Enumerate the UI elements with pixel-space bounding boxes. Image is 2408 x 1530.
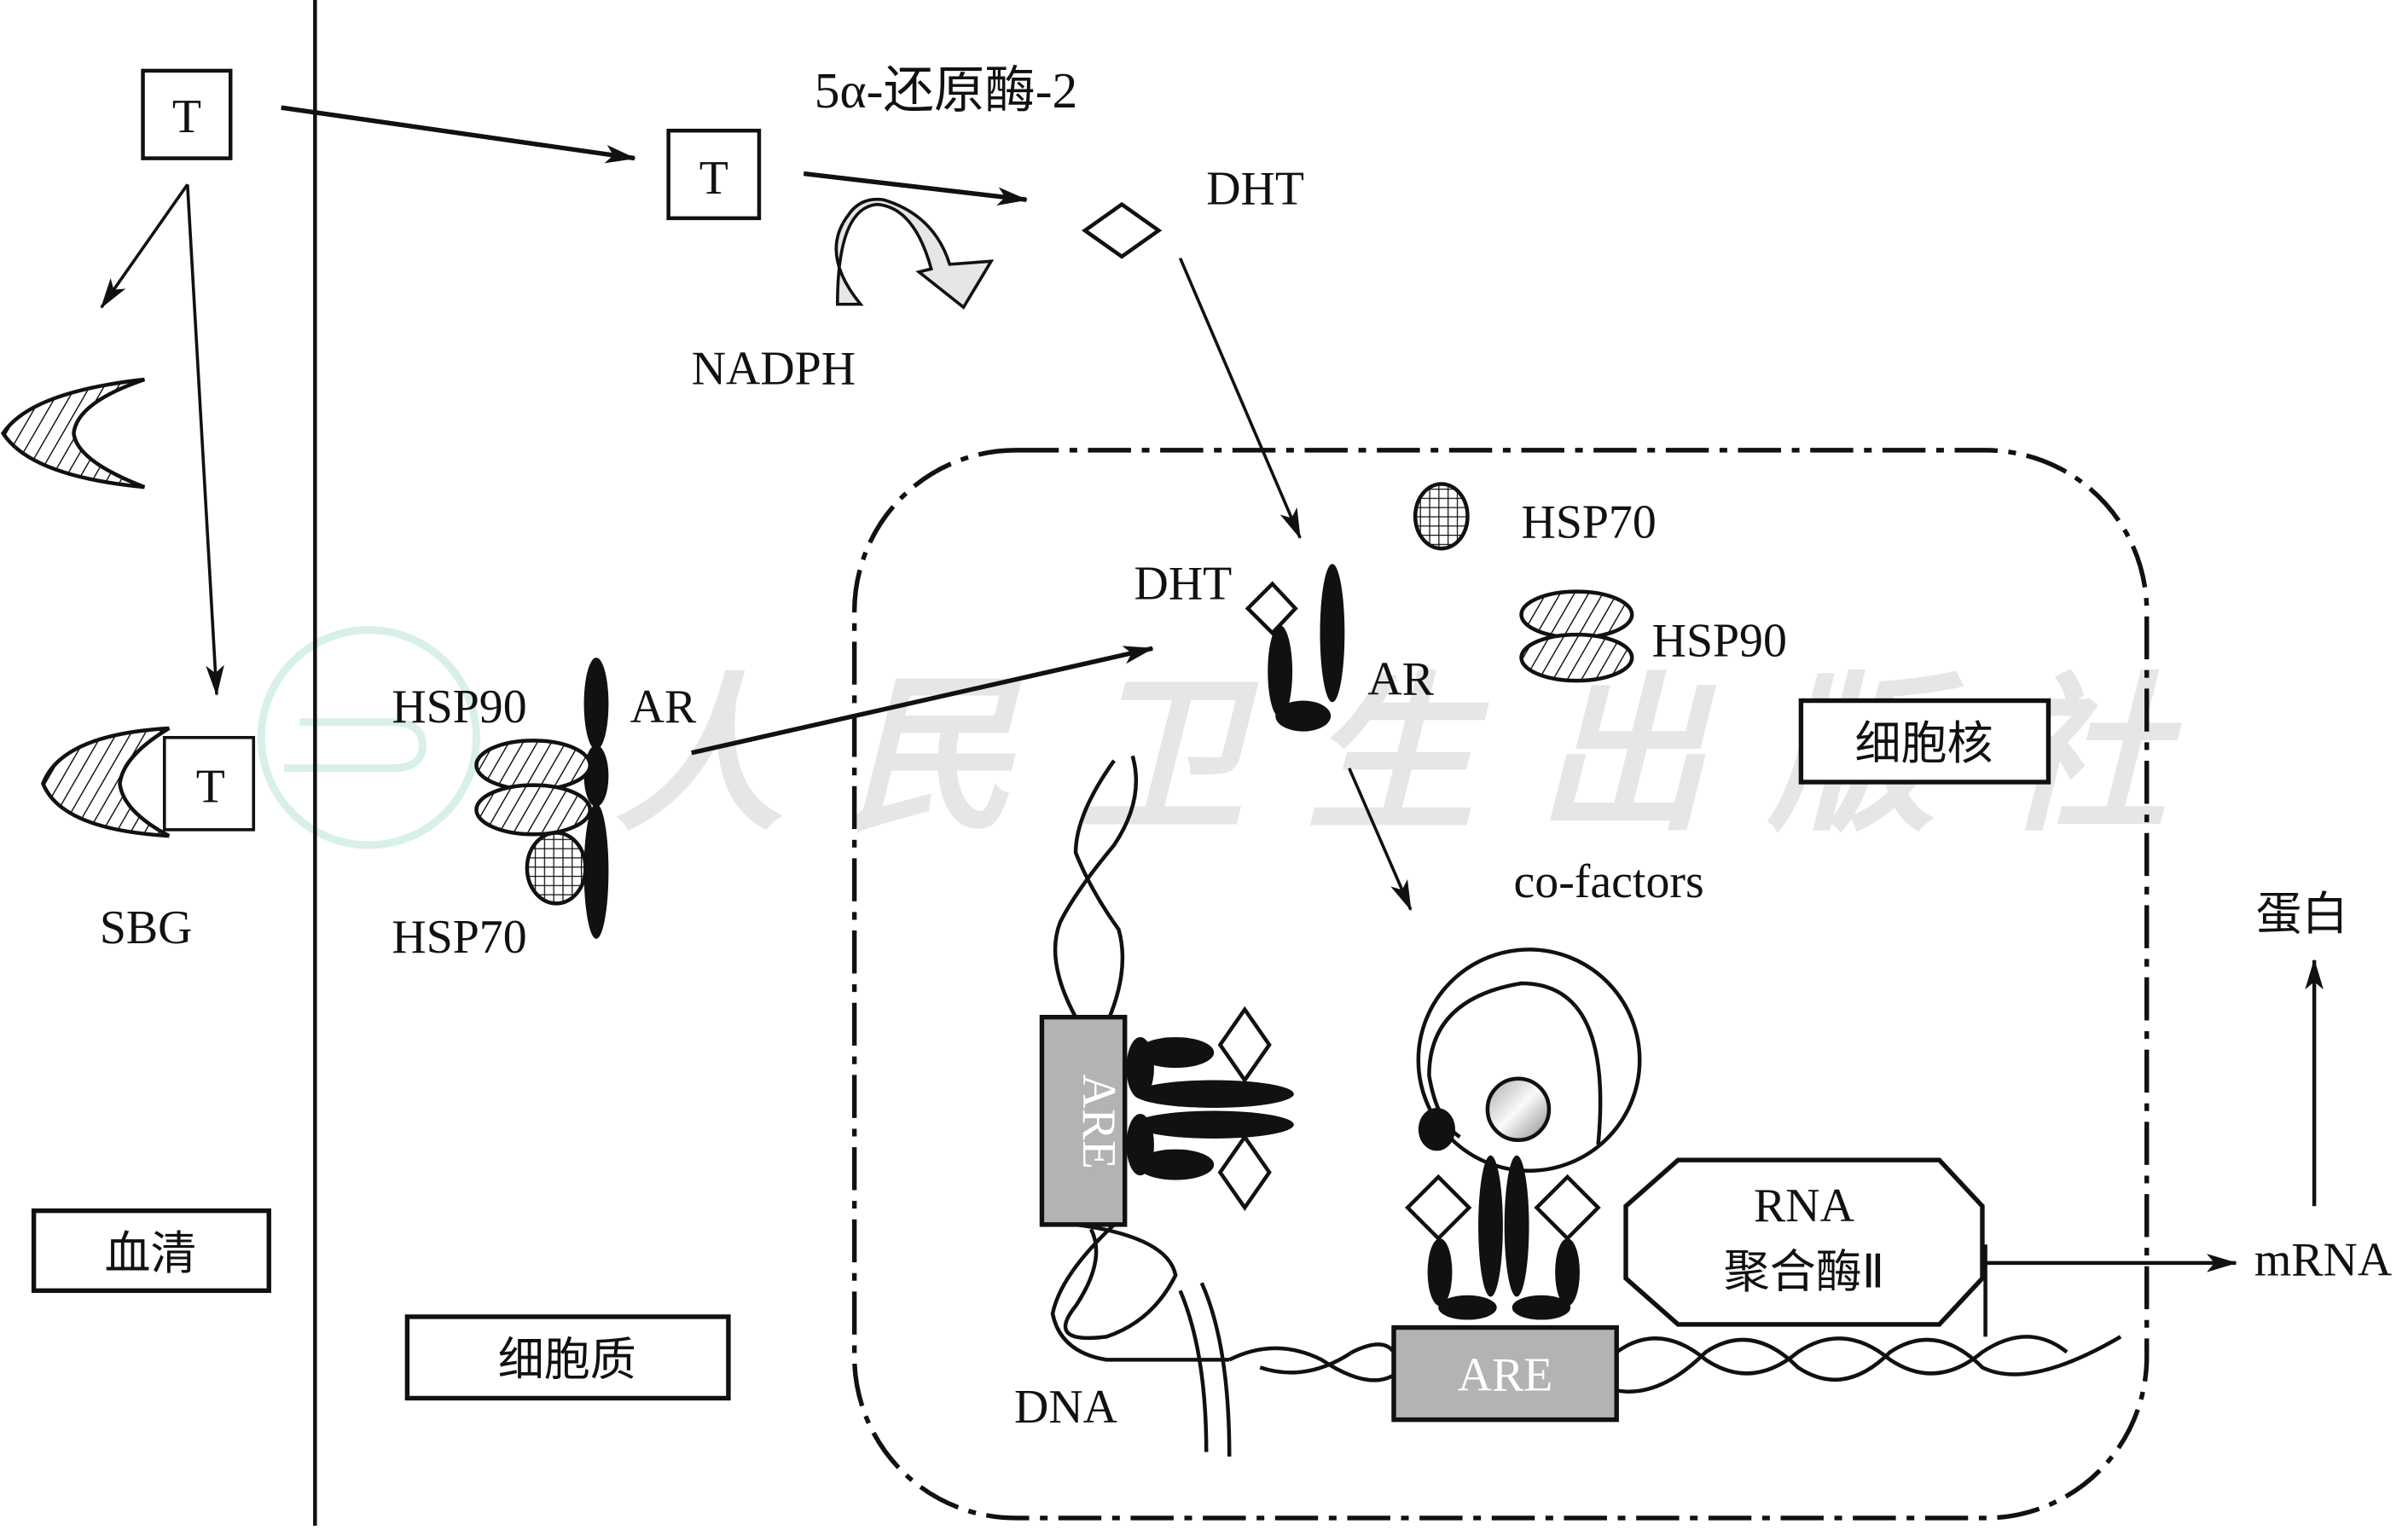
dht-molecule-icon [1081,201,1163,259]
nucleus-boundary [851,448,2150,1521]
serum-testosterone: T [141,68,233,160]
cytoplasm-ar-label: AR [630,681,697,733]
cofactor-complex [1416,948,1642,1174]
dna-label: DNA [1014,1381,1117,1434]
arrow-t-to-dht [803,171,1029,206]
bound-testosterone-box [162,735,256,832]
ar-segment-icon [1320,564,1345,703]
hsp90-icon [474,783,593,837]
cytoplasm-testosterone-label: T [699,152,728,205]
coactivator-ball-icon [1485,1076,1552,1143]
rna-pol-label-line2: 聚合酶Ⅱ [1724,1245,1885,1299]
arrow-dht-to-ar [1178,257,1302,540]
cytoplasm-testosterone-box [666,128,762,221]
enzyme-label: 5α-还原酶-2 [815,62,1077,119]
serum-label: 血清 [105,1226,197,1280]
nucleus-label-box [1798,698,2051,785]
nucleus-dht-label: DHT [1134,558,1233,611]
arrow-t-into-cell [281,105,636,164]
cytoplasm-hsp70-label: HSP70 [392,911,526,964]
sbg-bound-icon [41,726,171,838]
free-hsp90-icon [1519,589,1634,640]
are-box-vertical [1039,1014,1128,1227]
bound-dht-icon [1217,1006,1272,1084]
bound-dht-icon [1217,1133,1272,1211]
testosterone-label: T [172,90,201,143]
ar-segment-icon [583,658,609,751]
ar-dimer-vertical [1405,1155,1601,1320]
ar-dimer-horizontal [1126,1006,1294,1211]
nucleus-ar-label: AR [1367,652,1434,705]
hsp90-icon [474,739,593,792]
bound-dht-icon [1245,581,1298,636]
arrow-t-to-sbg-complex [185,184,224,697]
ar-hsp-complex [474,658,609,939]
nucleus-label: 细胞核 [1854,716,1993,770]
dht-label: DHT [1206,163,1304,216]
dht-ar-complex [1245,564,1345,732]
bound-dht-icon [1405,1174,1472,1242]
rna-polymerase-octagon [1623,1157,1985,1327]
sbg-protein-icon [0,377,146,490]
are-label-horizontal: ARE [1458,1348,1553,1401]
are-box-horizontal [1391,1324,1619,1423]
cofactors-label: co-factors [1514,855,1704,908]
cytoplasm-hsp90-label: HSP90 [392,681,526,733]
nadph-curved-arrow-icon [834,197,995,310]
arrow-ar-into-nucleus [691,646,1154,756]
protein-label: 蛋白 [2256,887,2348,941]
nucleus-hsp70-label: HSP70 [1522,496,1657,549]
nadph-label: NADPH [692,342,856,395]
sbg-t-complex: T [41,726,256,838]
nucleus-hsp90-label: HSP90 [1652,614,1787,667]
dna-strands [1050,755,2122,1457]
are-label-vertical: ARE [1072,1074,1125,1169]
bound-dht-icon [1534,1174,1601,1242]
rna-pol-label-line1: RNA [1754,1179,1854,1232]
testosterone-box [141,68,233,160]
arrow-t-to-sbg [100,183,189,309]
serum-label-box [31,1208,271,1294]
free-hsp90-icon [1519,632,1634,683]
arrow-to-cofactors [1348,768,1413,912]
cytoplasm-label: 细胞质 [498,1332,636,1386]
mrna-label: mRNA [2254,1233,2392,1286]
hsp70-icon [525,831,588,906]
bound-testosterone-label: T [196,760,225,813]
watermark-logo-icon [257,626,480,849]
sbg-label: SBG [100,901,193,954]
free-hsp70-icon [1413,482,1470,551]
cytoplasm-label-box [404,1314,731,1401]
